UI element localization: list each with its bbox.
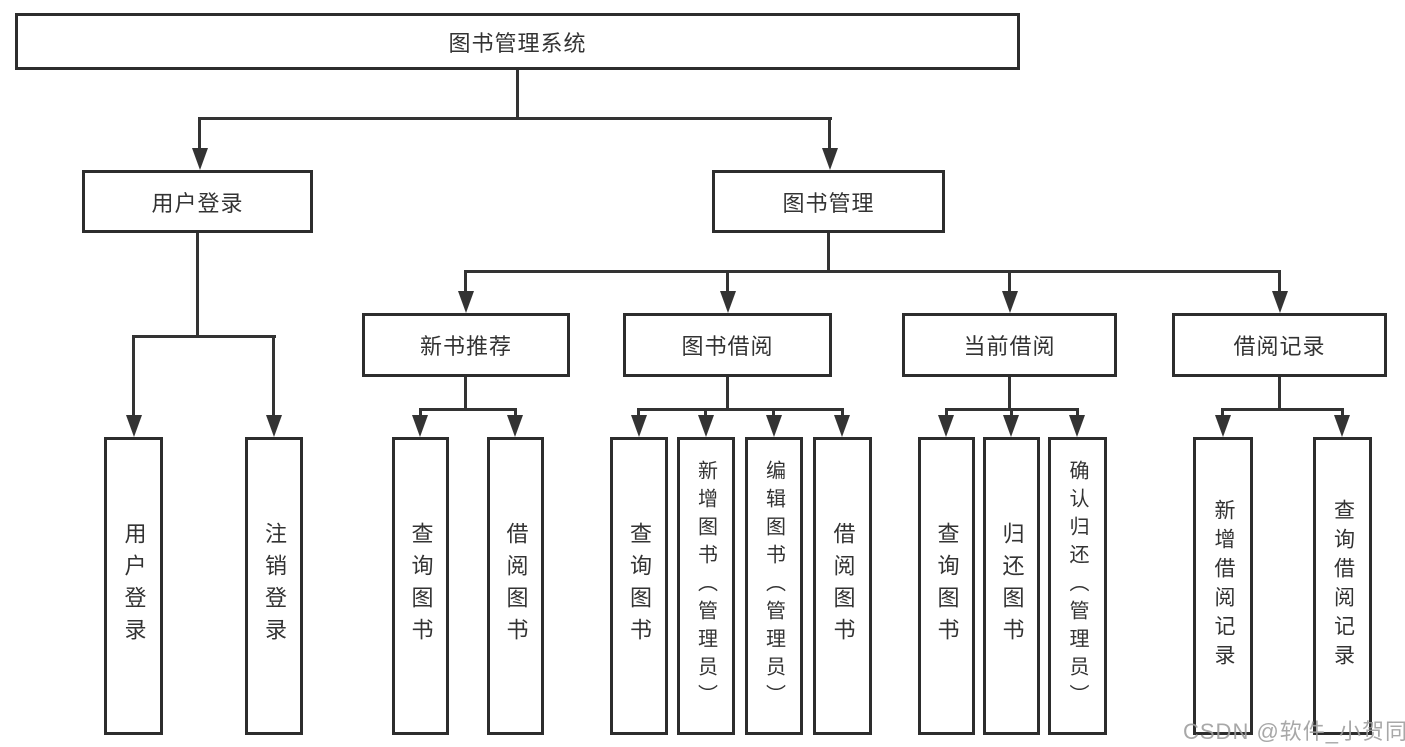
connector-root-hline	[198, 117, 832, 120]
node-book-management: 图书管理	[712, 170, 945, 233]
connector-drop-book-management	[828, 117, 831, 148]
leaf-cb-query-books-label: 查询图书	[934, 522, 960, 650]
arrowhead-bb-add	[698, 415, 714, 437]
node-borrow-records-label: 借阅记录	[1233, 334, 1326, 359]
arrowhead-cb-query	[938, 415, 954, 437]
connector-drop-br-add	[1221, 408, 1224, 415]
arrowhead-br-add	[1215, 415, 1231, 437]
connector-drop-cb-query	[945, 408, 948, 415]
arrowhead-logout-leaf	[266, 415, 282, 437]
leaf-nb-query-books-label: 查询图书	[408, 522, 434, 650]
connector-drop-nb-borrow	[514, 408, 517, 415]
arrowhead-cb-confirm	[1069, 415, 1085, 437]
leaf-cb-return-books: 归还图书	[983, 437, 1040, 735]
connector-drop-bb-add	[704, 408, 707, 415]
connector-userlogin-hline	[132, 335, 276, 338]
arrowhead-cb-return	[1003, 415, 1019, 437]
connector-userlogin-stem	[196, 233, 199, 335]
arrowhead-bb-query	[631, 415, 647, 437]
node-current-borrow: 当前借阅	[902, 313, 1117, 377]
leaf-nb-borrow-books: 借阅图书	[487, 437, 544, 735]
arrowhead-user-login	[192, 148, 208, 170]
leaf-br-add-record: 新增借阅记录	[1193, 437, 1253, 735]
node-book-management-label: 图书管理	[782, 190, 875, 216]
arrowhead-nb-borrow	[507, 415, 523, 437]
node-borrow-records: 借阅记录	[1172, 313, 1387, 377]
connector-drop-nb-query	[419, 408, 422, 415]
connector-drop-current-borrow	[1008, 270, 1011, 291]
connector-drop-new-book	[464, 270, 467, 291]
leaf-nb-borrow-books-label: 借阅图书	[503, 522, 529, 650]
leaf-cb-confirm-return-admin: 确认归还（管理员）	[1048, 437, 1107, 735]
leaf-bb-edit-books-admin-label: 编辑图书（管理员）	[762, 460, 785, 712]
leaf-cb-query-books: 查询图书	[918, 437, 975, 735]
leaf-user-login-label: 用户登录	[121, 522, 147, 650]
node-new-book-recommend: 新书推荐	[362, 313, 570, 377]
leaf-br-query-record: 查询借阅记录	[1313, 437, 1372, 735]
connector-drop-br-query	[1341, 408, 1344, 415]
connector-borrowrecords-stem	[1278, 377, 1281, 408]
connector-currentborrow-stem	[1008, 377, 1011, 408]
arrowhead-br-query	[1334, 415, 1350, 437]
arrowhead-nb-query	[412, 415, 428, 437]
arrowhead-current-borrow	[1002, 291, 1018, 313]
arrowhead-bb-edit	[766, 415, 782, 437]
connector-bookborrow-hline	[637, 408, 844, 411]
leaf-bb-add-books-admin: 新增图书（管理员）	[677, 437, 735, 735]
arrowhead-book-management	[822, 148, 838, 170]
connector-newbook-hline	[419, 408, 517, 411]
leaf-logout: 注销登录	[245, 437, 303, 735]
arrowhead-bb-borrow	[834, 415, 850, 437]
connector-drop-user-login	[198, 117, 201, 148]
connector-drop-bb-edit	[772, 408, 775, 415]
leaf-cb-confirm-return-admin-label: 确认归还（管理员）	[1066, 460, 1088, 712]
connector-newbook-stem	[464, 377, 467, 408]
node-root-label: 图书管理系统	[448, 30, 587, 56]
connector-drop-borrow-records	[1278, 270, 1281, 291]
connector-drop-cb-return	[1010, 408, 1013, 415]
node-root-library-system: 图书管理系统	[15, 13, 1020, 70]
leaf-logout-label: 注销登录	[262, 522, 287, 650]
node-new-book-recommend-label: 新书推荐	[419, 334, 512, 359]
node-user-login: 用户登录	[82, 170, 313, 233]
leaf-bb-borrow-books-label: 借阅图书	[830, 522, 856, 650]
connector-drop-logout-leaf	[272, 335, 275, 415]
connector-bookborrow-stem	[726, 377, 729, 408]
node-book-borrow-label: 图书借阅	[681, 334, 774, 359]
connector-drop-login-leaf	[132, 335, 135, 415]
connector-level3-hline	[464, 270, 1281, 273]
node-user-login-label: 用户登录	[151, 190, 244, 216]
connector-borrowrecords-hline	[1221, 408, 1344, 411]
leaf-cb-return-books-label: 归还图书	[999, 522, 1025, 650]
leaf-bb-query-books-label: 查询图书	[627, 522, 652, 650]
leaf-bb-edit-books-admin: 编辑图书（管理员）	[745, 437, 803, 735]
connector-drop-book-borrow	[726, 270, 729, 291]
leaf-bb-borrow-books: 借阅图书	[813, 437, 872, 735]
connector-drop-bb-borrow	[841, 408, 844, 415]
leaf-br-add-record-label: 新增借阅记录	[1212, 499, 1235, 673]
arrowhead-borrow-records	[1272, 291, 1288, 313]
connector-bookmgmt-stem	[827, 233, 830, 270]
leaf-user-login: 用户登录	[104, 437, 163, 735]
leaf-nb-query-books: 查询图书	[392, 437, 449, 735]
node-book-borrow: 图书借阅	[623, 313, 832, 377]
leaf-bb-query-books: 查询图书	[610, 437, 668, 735]
leaf-bb-add-books-admin-label: 新增图书（管理员）	[694, 460, 717, 712]
arrowhead-new-book	[458, 291, 474, 313]
connector-drop-cb-confirm	[1076, 408, 1079, 415]
leaf-br-query-record-label: 查询借阅记录	[1331, 499, 1355, 673]
connector-root-stem	[516, 70, 519, 117]
node-current-borrow-label: 当前借阅	[963, 334, 1056, 359]
connector-drop-bb-query	[637, 408, 640, 415]
csdn-watermark: CSDN @软件_小贺同学	[1183, 719, 1405, 744]
arrowhead-login-leaf	[126, 415, 142, 437]
arrowhead-book-borrow	[720, 291, 736, 313]
